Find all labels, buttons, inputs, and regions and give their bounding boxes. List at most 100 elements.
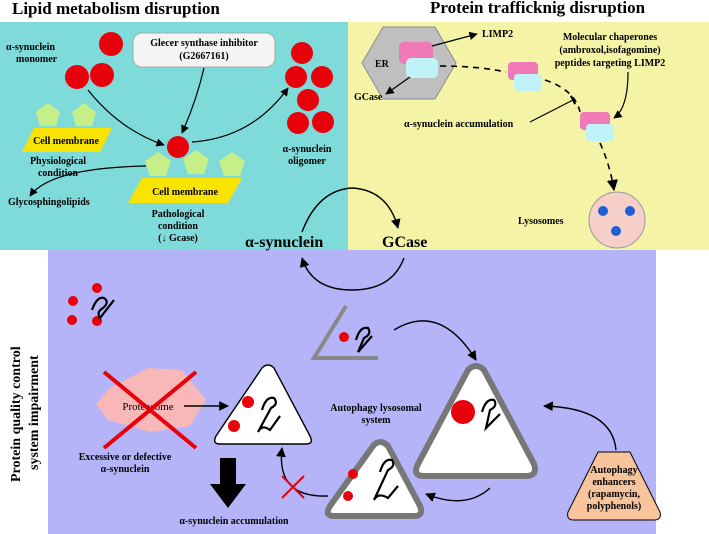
arrow-inhibitor: [181, 67, 205, 134]
traffic-path-2: [544, 79, 581, 113]
lysosomes-label: Lysosomes: [518, 216, 564, 227]
glycolipid-pentagon: [72, 103, 96, 126]
monomer-dot: [99, 32, 123, 56]
patho-label-2: condition: [158, 221, 198, 232]
gcase-protein-2: [514, 74, 542, 91]
oligomer-dot: [311, 66, 333, 88]
physio-label: Physiological: [30, 156, 86, 167]
oligomer-label-2: oligomer: [288, 156, 326, 167]
synuclein-dot: [167, 136, 189, 158]
er-label: ER: [375, 59, 390, 70]
bottom-tri-dot: [348, 469, 358, 479]
grey-tri-dot: [339, 332, 349, 342]
inhibition-line: [529, 95, 577, 123]
center-synuclein-label: α-synuclein: [245, 234, 323, 251]
glycolipid-pentagon: [36, 103, 60, 126]
oligomer-dot: [287, 112, 309, 134]
blocked-cross: [281, 475, 305, 499]
oligomer-dot: [312, 111, 334, 133]
glycolipid-pentagon: [145, 152, 171, 176]
triangle-lysosome: [413, 363, 538, 479]
free-dot: [68, 296, 78, 306]
traffic-path-1: [439, 65, 507, 73]
synuclein-fibril: [257, 396, 281, 433]
synuclein-fibril-free: [90, 296, 115, 320]
cell-membrane-top-label: Cell membrane: [33, 136, 99, 147]
synuclein-fibril: [480, 398, 501, 432]
enhancer-label-2: enhancers: [592, 477, 635, 488]
arrow-lysosome-to-bottom: [425, 487, 491, 502]
accumulation-label-bottom: α-synuclein accumulation: [179, 516, 289, 527]
oligomer-dot: [291, 42, 313, 64]
cell-membrane-bottom-label: Cell membrane: [152, 187, 218, 198]
inhibitor-label: Glecer synthase inhibitor: [150, 38, 258, 49]
lysosome-dots: [598, 206, 635, 236]
tri-dot: [228, 420, 240, 432]
enhancer-label: Autophagy: [590, 465, 637, 476]
patho-label: Pathological: [152, 209, 205, 220]
cycle-arrow-top: [301, 187, 401, 233]
enhancer-label-3: (rapamycin,: [588, 489, 640, 500]
monomer-label-2: monomer: [16, 54, 58, 65]
autophagy-label-2: system: [362, 415, 392, 426]
arrow-to-oligomer: [191, 87, 289, 143]
lysosome-dot: [611, 226, 621, 236]
center-gcase-label: GCase: [382, 234, 427, 251]
monomer-dot: [65, 65, 89, 89]
physio-label-2: condition: [38, 168, 78, 179]
lysosome-dot: [598, 206, 608, 216]
enhancer-label-4: polyphenols): [587, 501, 641, 512]
quality-side-label: Protein quality control: [9, 346, 24, 482]
lipid-title: Lipid metabolism disruption: [12, 0, 220, 18]
free-dot: [92, 283, 102, 293]
free-dot: [67, 315, 77, 325]
patho-pentagons: [145, 150, 245, 176]
limp2-label: LIMP2: [482, 29, 513, 40]
gcase-label-er: GCase: [354, 92, 383, 103]
accumulation-label-top: α-synuclein accumulation: [404, 119, 514, 130]
gcase-protein: [406, 58, 438, 78]
gcase-arrow: [385, 76, 411, 95]
limp2-arrow: [431, 31, 478, 47]
glyco-label: Glycosphingolipids: [8, 197, 90, 208]
enhancer-shape: [567, 451, 661, 521]
oligomer-label: α-synuclein: [283, 144, 332, 155]
chaperone-label-2: (ambroxol,isofagomine): [559, 45, 660, 56]
oligomer-dot: [285, 66, 307, 88]
monomer-label: α-synuclein: [6, 42, 55, 53]
chaperone-label: Molecular chaperones: [563, 32, 657, 43]
oligomer-dot: [297, 89, 319, 111]
patho-label-3: (↓ Gcase): [158, 233, 198, 244]
cycle-arrow-bottom: [299, 257, 405, 291]
chaperone-label-3: peptides targeting LIMP2: [555, 58, 666, 69]
arrow-to-glyco: [29, 165, 147, 197]
cell-membrane-top: [22, 128, 112, 152]
inhibitor-label-2: (G2667161): [179, 51, 228, 62]
cell-membrane-bottom: [128, 178, 242, 203]
lysosome-core-dot: [451, 400, 475, 424]
synuclein-fibril: [373, 458, 399, 501]
lysosome-dot: [625, 206, 635, 216]
bottom-tri-dot: [343, 491, 353, 501]
protein-title: Protein trafficknig disruption: [430, 0, 646, 17]
physio-pentagons: [36, 103, 96, 126]
chaperone-arrow: [613, 71, 629, 119]
defective-label: Excessive or defective: [79, 452, 172, 463]
glycolipid-pentagon: [183, 150, 209, 174]
tri-dot: [242, 396, 254, 408]
proteasome-cross: [102, 370, 198, 450]
gcase-protein-3: [586, 124, 614, 141]
triangle-open-grey: [310, 304, 378, 360]
defective-label-2: α-synuclein: [101, 464, 150, 475]
accumulation-down-arrow: [210, 458, 246, 508]
inhibitor-box: [132, 32, 276, 68]
oligomer-dots: [285, 42, 334, 134]
monomer-dots: [65, 32, 123, 89]
quality-side-label-2: system impairment: [27, 355, 42, 470]
glycolipid-pentagon: [219, 152, 245, 176]
traffic-path-3: [599, 142, 618, 192]
lysosome: [588, 191, 646, 249]
arrow-monomer-to-membrane: [87, 89, 165, 147]
arrow-enhancer: [543, 401, 617, 451]
